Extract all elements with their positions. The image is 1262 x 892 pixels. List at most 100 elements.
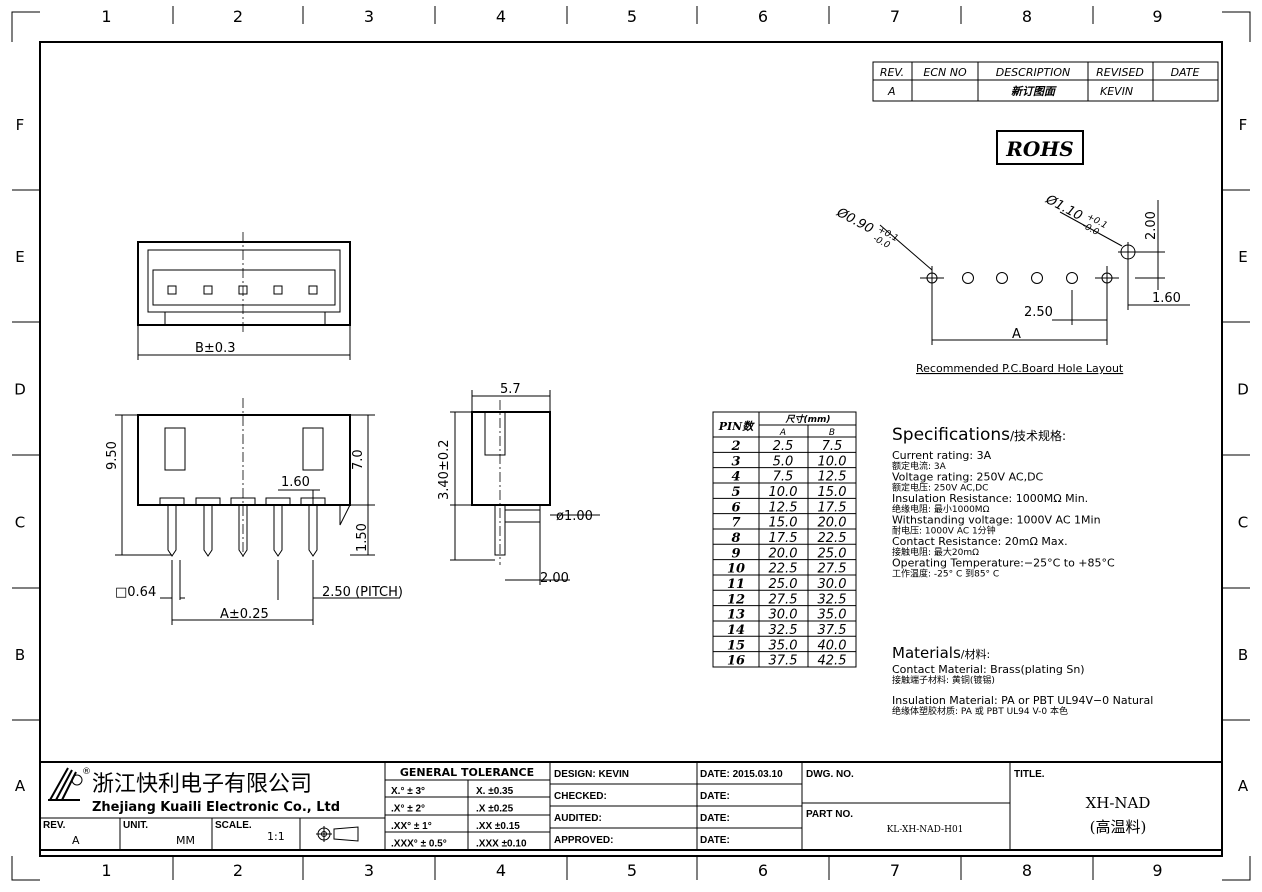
zone-row-right: E	[1238, 248, 1247, 266]
angular-tolerance: X.° ± 3°	[391, 786, 425, 797]
dim-b-value: 37.5	[818, 623, 847, 638]
dim-a-value: 7.5	[773, 470, 794, 485]
dim-2-50: 2.50	[1024, 305, 1053, 320]
dim-b-value: 7.5	[822, 439, 843, 454]
dim-b-value: 12.5	[818, 470, 847, 485]
hole-layout-caption: Recommended P.C.Board Hole Layout	[916, 362, 1124, 375]
zone-column-top: 4	[496, 7, 506, 26]
description-header: DESCRIPTION	[996, 66, 1070, 79]
dim-a: A±0.25	[220, 607, 269, 622]
pin-square	[238, 285, 248, 295]
dim-a-value: 2.5	[773, 439, 794, 454]
design-date: DATE: 2015.03.10	[700, 769, 783, 780]
zone-column-top: 1	[101, 7, 111, 26]
materials-title: Materials/材料:	[892, 644, 990, 662]
zone-row-left: B	[15, 646, 25, 664]
table-row: 16 37.5 42.5	[727, 654, 847, 669]
dim-1-60: 1.60	[1152, 291, 1181, 306]
dim-b-value: 20.0	[818, 516, 847, 531]
zone-column-bottom: 5	[627, 861, 637, 880]
drawing-title: XH-NAD	[1086, 794, 1151, 812]
specs-title-cn: /技术规格:	[1010, 428, 1066, 443]
part-no-label: PART NO.	[806, 809, 853, 820]
table-row: 7 15.0 20.0	[731, 516, 846, 531]
zone-row-right: C	[1238, 514, 1248, 532]
pin-count: 5	[731, 485, 740, 500]
dim-1-50: 1.50	[355, 523, 370, 552]
audited-field: AUDITED:	[554, 813, 602, 824]
hole	[1066, 272, 1078, 284]
dim-b-value: 17.5	[818, 500, 847, 515]
materials-title-en: Materials	[892, 644, 961, 662]
dim-2-00-side: 2.00	[540, 571, 569, 586]
company-name-en: Zhejiang Kuaili Electronic Co., Ltd	[92, 800, 340, 815]
unit-label: UNIT.	[123, 820, 148, 831]
dim-b-value: 42.5	[818, 654, 847, 669]
table-row: 10 22.5 27.5	[727, 562, 847, 577]
pin-count: 16	[727, 654, 745, 669]
specs-title: Specifications/技术规格:	[892, 425, 1066, 445]
material-item: Contact Material: Brass(plating Sn)	[892, 663, 1085, 676]
specifications: Specifications/技术规格: Materials/材料: Curre…	[892, 425, 1153, 717]
title-block: ® 浙江快利电子有限公司 Zhejiang Kuaili Electronic …	[39, 761, 1223, 851]
dim-0-64: □0.64	[115, 585, 156, 600]
dim-b-value: 10.0	[818, 454, 847, 469]
hole	[996, 272, 1008, 284]
zone-column-top: 2	[233, 7, 243, 26]
pin-count: 2	[730, 439, 740, 454]
dim-a-value: 12.5	[769, 500, 798, 515]
dim-b-value: 30.0	[818, 577, 847, 592]
dim-a-value: 35.0	[769, 638, 798, 653]
rev-label: REV.	[43, 820, 66, 831]
pin-count: 10	[727, 562, 745, 577]
zone-column-top: 5	[627, 7, 637, 26]
corner-marks	[11, 11, 1251, 881]
zone-column-bottom: 1	[101, 861, 111, 880]
rev-header: REV.	[880, 66, 904, 79]
dim-a-value: 5.0	[773, 454, 794, 469]
dim-a-holes: A	[1012, 327, 1021, 342]
unit-value: MM	[176, 834, 195, 847]
col-b-header: B	[829, 428, 835, 438]
date-header: DATE	[1171, 66, 1200, 79]
pin-count: 9	[731, 546, 740, 561]
spec-item-cn: 绝缘电阻: 最小1000MΩ	[892, 503, 990, 515]
dim-a-value: 37.5	[769, 654, 798, 669]
dim-a-value: 15.0	[769, 516, 798, 531]
spec-item: Withstanding voltage: 1000V AC 1Min	[892, 514, 1101, 527]
zone-row-left: E	[15, 248, 24, 266]
contact-pin	[195, 497, 221, 557]
dim-a-value: 22.5	[769, 562, 798, 577]
zone-column-bottom: 7	[890, 861, 900, 880]
dim-2-00: 2.00	[1144, 211, 1159, 240]
dim-5-7: 5.7	[500, 382, 521, 397]
pin-count: 7	[731, 516, 740, 531]
tolerance-title: GENERAL TOLERANCE	[400, 766, 534, 779]
linear-tolerance: .X ±0.25	[476, 804, 514, 815]
zone-row-right: B	[1238, 646, 1248, 664]
approved-date: DATE:	[700, 835, 730, 846]
linear-tolerance: .XXX ±0.10	[476, 839, 527, 850]
dim-9-50: 9.50	[105, 441, 120, 470]
pin-count: 12	[727, 592, 745, 607]
pin-count: 14	[727, 623, 745, 638]
material-item-cn: 绝缘体塑胶材质: PA 或 PBT UL94 V-0 本色	[892, 705, 1068, 717]
drawing-border	[39, 41, 1223, 857]
dim-b-value: 32.5	[818, 592, 847, 607]
dim-b-value: 27.5	[818, 562, 847, 577]
dim-a-value: 10.0	[769, 485, 798, 500]
pcb-hole-layout: 2.00 1.60 2.50 A Ø0.90 +0.1 -0.0 Ø1.10 +…	[833, 192, 1190, 375]
design-field: DESIGN: KEVIN	[554, 769, 629, 780]
audited-date: DATE:	[700, 813, 730, 824]
dia-1-10: Ø1.10	[1042, 192, 1085, 224]
dim-b: B±0.3	[195, 341, 236, 356]
company-name-cn: 浙江快利电子有限公司	[92, 772, 312, 797]
